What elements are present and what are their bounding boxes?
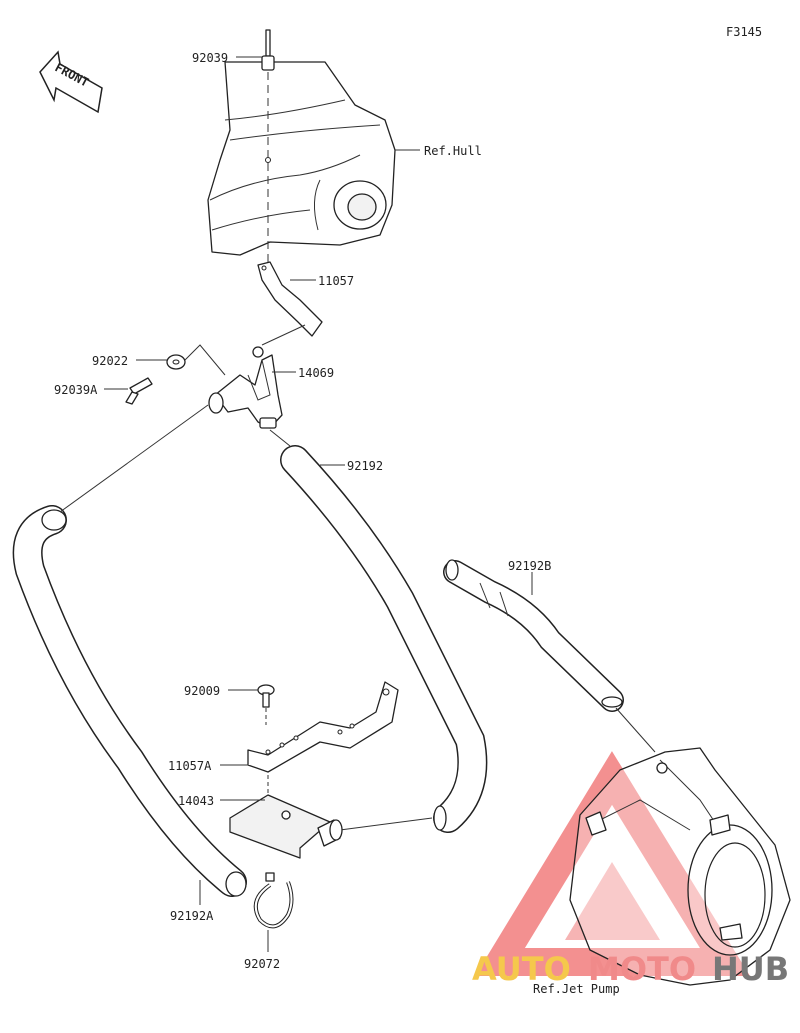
hose-92192B bbox=[443, 559, 624, 712]
hull-reference bbox=[207, 61, 396, 256]
fitting-14069 bbox=[208, 346, 283, 429]
label-92039: 92039 bbox=[192, 51, 228, 65]
label-92072: 92072 bbox=[244, 957, 280, 971]
label-ref-jet-pump: Ref.Jet Pump bbox=[533, 982, 620, 996]
label-14069: 14069 bbox=[298, 366, 334, 380]
screw-92009 bbox=[257, 684, 275, 708]
jet-pump-reference bbox=[569, 747, 791, 986]
label-11057: 11057 bbox=[318, 274, 354, 288]
clamp-92072 bbox=[253, 872, 294, 929]
watermark-auto: AUTO bbox=[472, 950, 571, 988]
front-arrow-icon: FRONT bbox=[39, 50, 103, 114]
watermark-logo bbox=[475, 751, 751, 976]
bracket-11057A bbox=[247, 681, 399, 773]
rivet-92039 bbox=[261, 29, 275, 71]
watermark-text: AUTO MOTO HUB bbox=[472, 950, 789, 988]
label-92192B: 92192B bbox=[508, 559, 551, 573]
label-11057A: 11057A bbox=[168, 759, 212, 773]
label-92009: 92009 bbox=[184, 684, 220, 698]
label-92192A: 92192A bbox=[170, 909, 214, 923]
figure-code: F3145 bbox=[726, 25, 762, 39]
filter-14043 bbox=[229, 794, 343, 859]
watermark-hub: HUB bbox=[712, 950, 789, 988]
hose-92192A bbox=[12, 505, 247, 897]
washer-92022 bbox=[166, 354, 186, 370]
label-14043: 14043 bbox=[178, 794, 214, 808]
rivet-92039A bbox=[125, 377, 153, 405]
watermark-moto: MOTO bbox=[588, 950, 696, 988]
label-92039A: 92039A bbox=[54, 383, 98, 397]
label-92192: 92192 bbox=[347, 459, 383, 473]
label-ref-hull: Ref.Hull bbox=[424, 144, 482, 158]
bracket-11057 bbox=[257, 261, 323, 337]
label-92022: 92022 bbox=[92, 354, 128, 368]
hose-92192 bbox=[280, 445, 488, 833]
